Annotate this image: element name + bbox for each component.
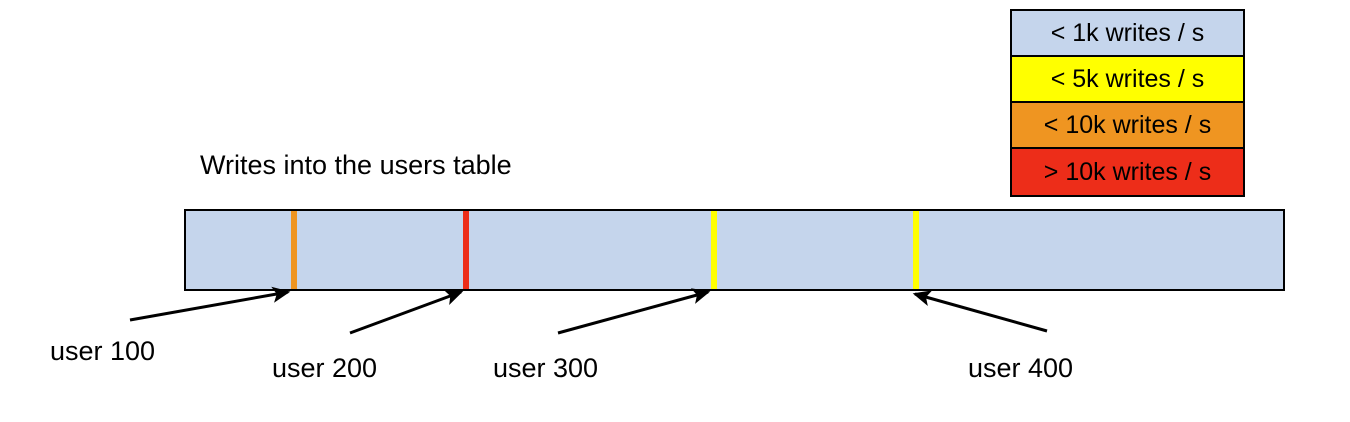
user-300-stripe <box>711 211 717 289</box>
legend-item-label: < 10k writes / s <box>1043 110 1212 139</box>
legend-item-over-10k: > 10k writes / s <box>1012 149 1243 195</box>
callout-label-user-100: user 100 <box>50 336 156 366</box>
legend-item-label: > 10k writes / s <box>1043 157 1212 186</box>
legend-item-under-5k: < 5k writes / s <box>1012 57 1243 103</box>
callout-label-user-300: user 300 <box>493 353 599 383</box>
user-200-stripe <box>463 211 469 289</box>
user-400-stripe <box>913 211 919 289</box>
write-rate-legend: < 1k writes / s < 5k writes / s < 10k wr… <box>1010 9 1245 197</box>
callout-label-user-200: user 200 <box>272 353 378 383</box>
user-100-arrow <box>129 286 291 322</box>
user-300-arrow <box>557 288 711 335</box>
user-400-arrow <box>912 290 1048 333</box>
legend-item-under-10k: < 10k writes / s <box>1012 103 1243 149</box>
callout-label-user-400: user 400 <box>968 353 1074 383</box>
user-200-arrow <box>349 289 464 335</box>
bar-caption: Writes into the users table <box>200 150 512 180</box>
user-100-stripe <box>291 211 297 289</box>
users-table-bar <box>184 209 1285 291</box>
legend-item-under-1k: < 1k writes / s <box>1012 11 1243 57</box>
legend-item-label: < 1k writes / s <box>1050 18 1205 47</box>
legend-item-label: < 5k writes / s <box>1050 64 1205 93</box>
